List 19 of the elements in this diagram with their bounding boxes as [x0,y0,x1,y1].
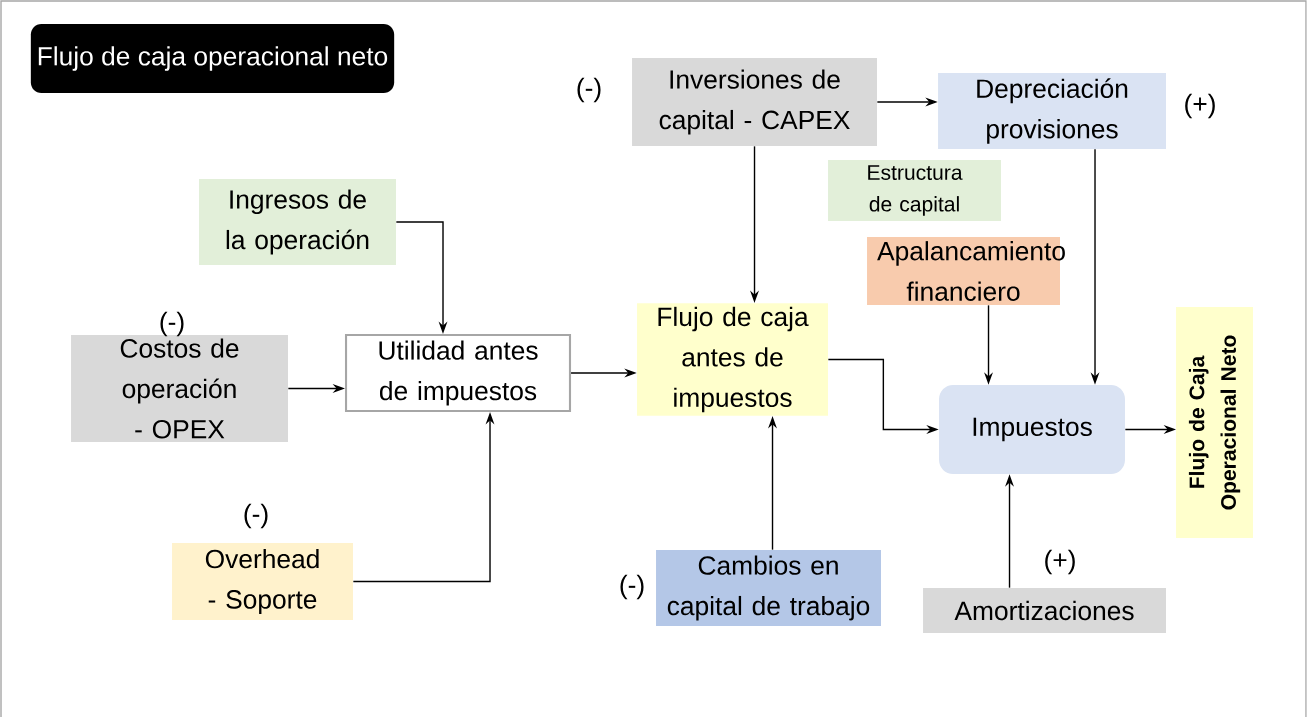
process-box: Ingresos de la operación [199,179,396,265]
sign-label: (-) [620,574,644,600]
process-box: Utilidad antes de impuestos [344,333,572,413]
process-box: Impuestos [939,385,1125,474]
sign-label: (+) [1045,549,1075,575]
result-box: Flujo de Caja Operacional Neto [1176,307,1253,538]
process-box: Overhead - Soporte [172,543,353,620]
process-box: Amortizaciones [923,588,1166,633]
process-box: Cambios en capital de trabajo [656,550,881,626]
process-box: Inversiones de capital - CAPEX [632,58,877,146]
title-box: Flujo de caja operacional neto [30,24,395,93]
sign-label: (-) [160,311,184,337]
process-box: Depreciación provisiones [938,73,1166,149]
process-box: Estructura de capital [828,160,1001,221]
sign-label: (+) [1185,93,1215,119]
process-box: Apalancamiento financiero [867,237,1065,305]
sign-label: (-) [244,503,268,529]
sign-label: (-) [577,77,601,103]
process-box: Flujo de caja antes de impuestos [637,303,828,416]
